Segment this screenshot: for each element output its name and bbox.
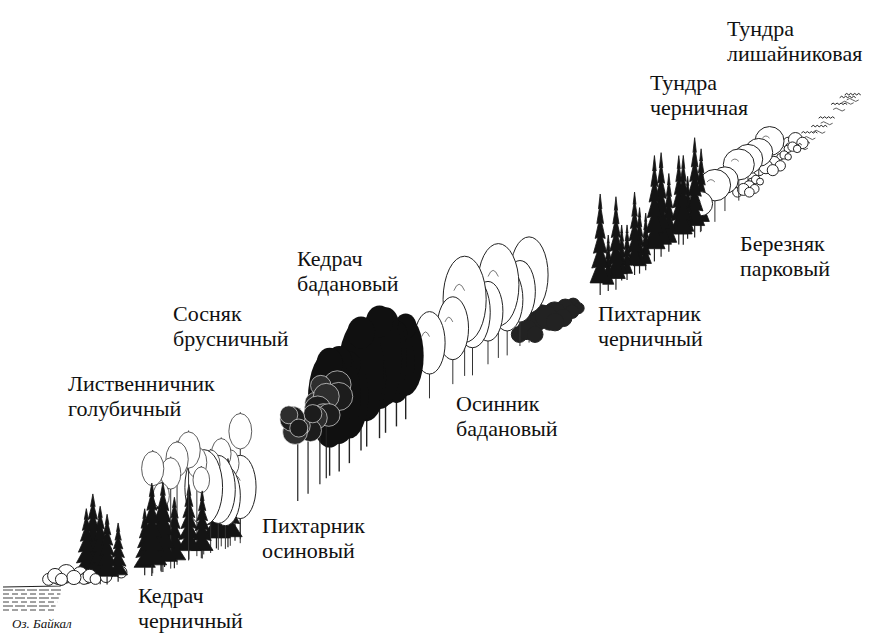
tree-rock (79, 569, 101, 584)
zone-label: Кедрач бадановый (297, 246, 399, 296)
zone-label: Пихтарник осиновый (262, 513, 365, 563)
water-line (3, 610, 54, 611)
water-line (3, 598, 59, 599)
zone-label: Березняк парковый (740, 231, 830, 281)
zone-label: Осинник бадановый (456, 391, 558, 441)
tree-conifer (96, 514, 119, 584)
water-line (3, 602, 57, 603)
zone-label: Тундра лишайниковая (727, 16, 862, 66)
tree-conifer (137, 483, 167, 576)
water-line (3, 594, 60, 595)
zone-label: Сосняк брусничный (173, 301, 289, 351)
zone-label: Лиственничник голубичный (68, 371, 215, 421)
tree-bush (784, 142, 801, 153)
lake-water (3, 582, 80, 610)
tree-pine (280, 406, 308, 501)
tree-rock (43, 568, 68, 585)
tree-lichen (819, 117, 835, 125)
zone-label: Тундра черничная (650, 70, 748, 120)
water-line (3, 606, 56, 607)
tree-lichen (831, 103, 847, 111)
zone-label: Кедрач черничный (138, 583, 243, 633)
lake-label: Оз. Байкал (12, 616, 72, 632)
tree-fir (674, 155, 692, 244)
vegetation (43, 93, 861, 585)
tree-fir (590, 194, 610, 295)
water-line (3, 590, 62, 591)
zone-label: Пихтарник черничный (598, 301, 703, 351)
